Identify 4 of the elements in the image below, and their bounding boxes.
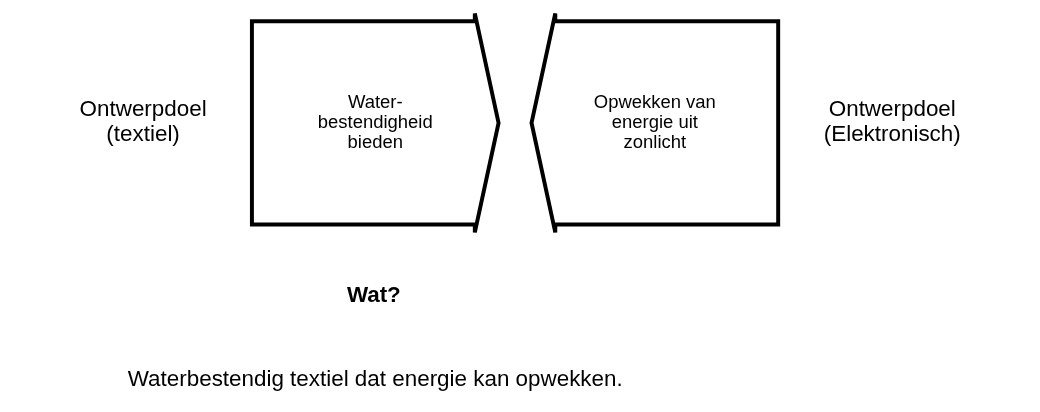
node-label: Ontwerpdoel (Elektronisch) [823, 95, 961, 146]
label: Wat? [346, 281, 401, 307]
label: Waterbestendig textiel dat energie kan opwekken. [127, 366, 623, 392]
node-label: Ontwerpdoel (textiel) [79, 95, 207, 146]
